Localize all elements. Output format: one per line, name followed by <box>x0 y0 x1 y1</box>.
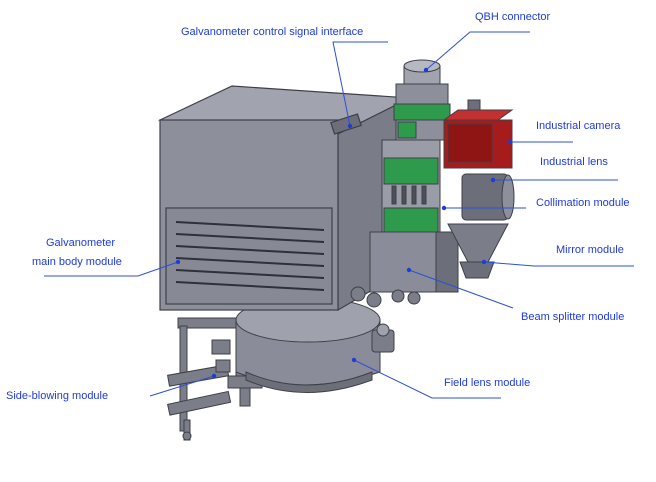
leader-beam-splitter <box>408 269 514 309</box>
leader-side-blowing <box>149 375 215 397</box>
field-lens-cylinder <box>235 297 395 393</box>
label-field-lens-module: Field lens module <box>444 377 531 389</box>
label-industrial-lens: Industrial lens <box>540 156 608 168</box>
anchor-dots <box>175 67 513 379</box>
leader-main-body <box>44 261 179 277</box>
collimation-tower <box>350 59 459 308</box>
label-mirror-module: Mirror module <box>556 244 624 256</box>
label-qbh-connector: QBH connector <box>475 11 551 23</box>
leader-lines <box>44 31 634 399</box>
label-beam-splitter-module: Beam splitter module <box>521 311 625 323</box>
label-galvo-signal-interface: Galvanometer control signal interface <box>181 26 364 38</box>
leader-field-lens <box>353 359 501 399</box>
leader-mirror <box>483 261 634 267</box>
side-blowing-bracket <box>167 317 263 441</box>
label-side-blowing-module: Side-blowing module <box>6 390 109 402</box>
leader-qbh <box>425 31 530 71</box>
camera-assembly <box>442 99 515 279</box>
label-collimation-module: Collimation module <box>536 197 630 209</box>
leader-signal-interface <box>332 41 388 127</box>
label-galvo-main-body-line2: main body module <box>32 256 122 268</box>
label-galvo-main-body-line1: Galvanometer <box>46 237 116 249</box>
galvo-main-body <box>157 85 413 312</box>
label-industrial-camera: Industrial camera <box>536 120 621 132</box>
